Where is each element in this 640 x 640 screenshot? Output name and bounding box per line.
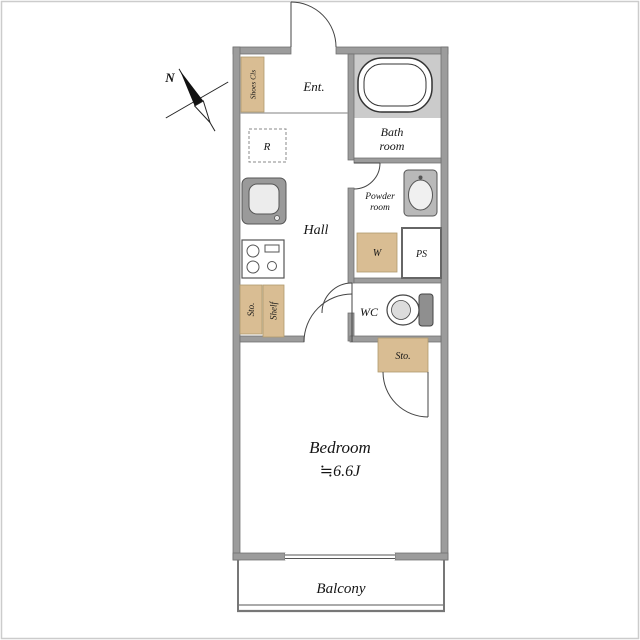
washbasin-icon: [403, 169, 438, 217]
entrance-door: [290, 1, 337, 48]
powder-room-label-line1: Powder: [364, 192, 395, 202]
storage-left-label: Sto.: [246, 303, 256, 317]
washer-label: W: [373, 248, 383, 259]
powder-room-label-line2: room: [370, 203, 390, 213]
door-swings: [290, 1, 429, 418]
pipe-space-box: [401, 227, 442, 279]
shelf-label: Shelf: [269, 301, 279, 320]
entrance-label: Ent.: [302, 79, 324, 94]
door-arc: [290, 1, 337, 48]
storage-left-box: [239, 284, 263, 335]
stove-icon: [241, 239, 285, 279]
pipe-space-label: PS: [415, 249, 427, 260]
wall-top-right: [335, 46, 449, 55]
wall-top-left: [232, 46, 292, 55]
shelf-box: [262, 284, 285, 338]
wall-hall-bath: [347, 53, 355, 161]
storage-boxes: [239, 56, 429, 373]
washer-pan-box: [356, 232, 398, 273]
storage-right-door: [382, 371, 429, 418]
wc-label: WC: [360, 305, 379, 319]
refrigerator-box: [248, 128, 287, 163]
wall-bottom-left: [232, 552, 286, 561]
bathroom-label-line1: Bath: [381, 125, 404, 139]
bedroom-size-label: ≒6.6J: [320, 463, 361, 480]
storage-right-box: [377, 337, 429, 373]
door-arc: [321, 282, 353, 314]
bathtub-icon: [357, 57, 433, 113]
kitchen-sink-icon: [241, 177, 287, 225]
bedroom-door: [303, 293, 353, 343]
door-arc: [303, 293, 353, 343]
window-gap: [285, 553, 395, 560]
balcony: [237, 560, 445, 613]
bedroom-label: Bedroom: [309, 438, 371, 457]
wall-bath-powder: [353, 157, 442, 164]
hall-label: Hall: [303, 223, 329, 238]
bedroom-window: [285, 553, 395, 560]
wall-powder-wc: [353, 277, 442, 284]
bathroom-label-line2: room: [380, 139, 405, 153]
toilet-icon: [386, 293, 434, 327]
wall-right: [440, 46, 449, 561]
door-arc: [353, 162, 381, 190]
door-arc: [382, 371, 429, 418]
shoes-closet-box: [240, 56, 265, 113]
balcony-label: Balcony: [316, 581, 365, 597]
powder-room-door: [353, 162, 381, 190]
compass-n-label: N: [164, 70, 175, 85]
wall-bottom-right: [394, 552, 449, 561]
refrigerator-label: R: [263, 141, 271, 153]
compass-rose-icon: N: [164, 68, 229, 132]
fixture-labels: R W PS Sto. Shoes Cls Sto. Shelf: [246, 70, 427, 362]
storage-right-label: Sto.: [395, 351, 410, 362]
wall-left: [232, 46, 241, 561]
wall-hall-powder: [347, 187, 355, 284]
room-labels: Ent. Bath room Hall Powder room WC Bedro…: [302, 79, 404, 597]
shoes-closet-label: Shoes Cls: [249, 70, 258, 99]
